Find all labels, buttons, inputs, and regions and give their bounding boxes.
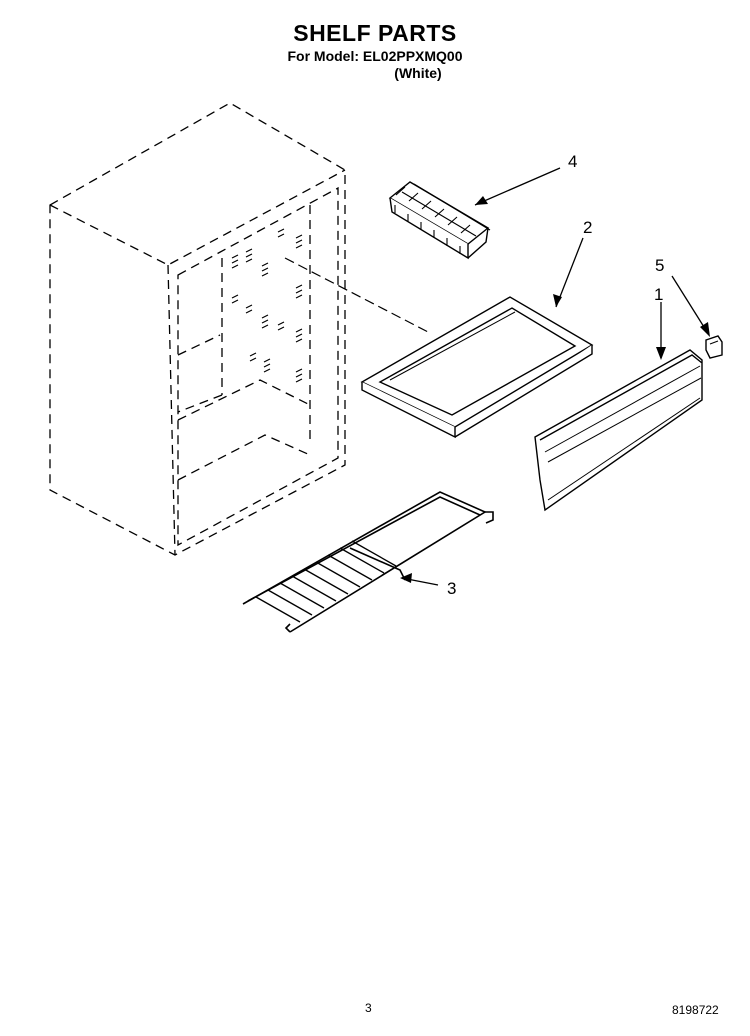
wire-shelf-part	[242, 491, 494, 633]
page-title: SHELF PARTS	[293, 20, 457, 46]
model-color: (White)	[394, 65, 442, 81]
cabinet-outline	[49, 102, 346, 556]
ice-tray-callout-arrow	[474, 167, 561, 206]
shelf-pan-part	[360, 296, 594, 439]
callout-2: 2	[583, 218, 592, 237]
page-number: 3	[365, 1001, 372, 1015]
end-cap-callout-arrow	[671, 275, 710, 336]
ice-tray-part	[388, 181, 491, 260]
end-cap-part	[705, 335, 723, 359]
cabinet-leader-line	[284, 257, 431, 334]
door-shelf-trim-part	[534, 349, 703, 512]
callout-4: 4	[568, 152, 577, 171]
shelf-support-marks	[231, 228, 303, 383]
callout-1: 1	[654, 285, 663, 304]
callout-5: 5	[655, 256, 664, 275]
callout-3: 3	[447, 579, 456, 598]
model-subtitle: For Model: EL02PPXMQ00 (White)	[0, 48, 750, 82]
model-line: For Model: EL02PPXMQ00	[287, 48, 463, 64]
shelf-pan-callout-arrow	[555, 237, 584, 308]
document-number: 8198722	[672, 1003, 719, 1017]
